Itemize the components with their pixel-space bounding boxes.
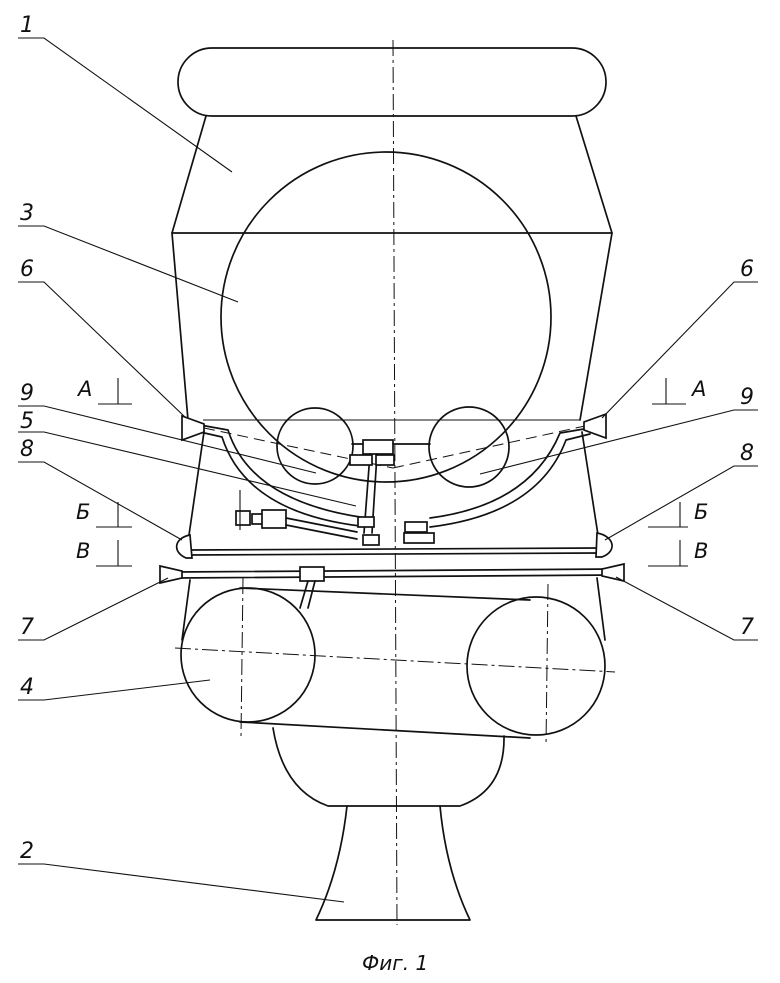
section-marks [96, 378, 688, 567]
section-v-left: В [76, 539, 90, 563]
upper-adapter [171, 47, 613, 234]
valve-right [375, 454, 395, 466]
label-9-right: 9 [740, 385, 754, 410]
joint-right [404, 521, 428, 533]
label-8-right: 8 [740, 441, 754, 466]
section-b-right: Б [694, 500, 708, 524]
leader-6-right [601, 281, 758, 419]
section-v-right: В [694, 539, 708, 563]
manifold-top [362, 439, 394, 455]
lower-top-line [239, 587, 531, 601]
figure-caption: Фиг. 1 [362, 951, 428, 975]
pipelines [199, 424, 591, 546]
pipeline-left-inner [199, 431, 361, 527]
section-v-left-mark [96, 540, 132, 567]
label-9-left: 9 [20, 381, 34, 406]
ring-8-upper [186, 547, 601, 551]
leader-1 [18, 37, 233, 173]
label-8-left: 8 [20, 437, 34, 462]
lower-shell-right [596, 577, 606, 641]
section-letters: А А Б Б В В [76, 377, 708, 563]
lower-tank-axis-horizontal [174, 647, 616, 673]
label-6-left: 6 [20, 257, 34, 282]
nozzle-6-right [583, 412, 607, 440]
small-tank-right [428, 406, 510, 488]
engine [272, 727, 505, 921]
engine-nozzle [315, 805, 471, 921]
nozzle-7-right [601, 562, 625, 583]
pipeline-right-outer [429, 427, 591, 519]
joint-center [362, 534, 380, 546]
nozzle-6-left [181, 414, 205, 442]
separation-rings [159, 412, 625, 609]
left-shell-upper [171, 232, 189, 421]
pusher-8-left [175, 533, 193, 559]
leader-4 [18, 679, 211, 701]
lower-tank-left [180, 587, 316, 723]
label-6-right: 6 [740, 257, 754, 282]
dashed-line-right [392, 425, 586, 469]
leader-6-left [18, 281, 187, 419]
leader-3 [18, 225, 239, 303]
section-v-right-mark [648, 540, 688, 567]
side-valve-small [235, 510, 251, 526]
section-a-left: А [76, 377, 92, 401]
body-shell [171, 232, 613, 536]
label-2: 2 [20, 839, 34, 864]
small-tank-left [276, 407, 354, 485]
callout-numbers: 1 3 6 6 9 9 5 8 8 7 7 4 2 [20, 13, 754, 864]
leader-lines [18, 37, 758, 903]
lower-shell-left [181, 579, 191, 641]
side-valve-cap [261, 509, 287, 529]
large-spherical-tank [220, 151, 552, 483]
upper-cone [171, 115, 613, 234]
label-4: 4 [20, 675, 34, 700]
section-a-left-mark [98, 378, 132, 405]
section-b-right-mark [648, 502, 688, 528]
leader-9-left [18, 405, 317, 474]
side-valve-pipe [285, 517, 358, 540]
section-a-right: А [690, 377, 706, 401]
lower-tank-left-axis [240, 577, 244, 737]
lower-manifold [299, 566, 325, 582]
leader-8-right [604, 465, 758, 541]
valve-left [349, 454, 373, 466]
ring-7-upper [175, 568, 617, 573]
label-1: 1 [20, 13, 34, 38]
leader-5 [18, 431, 357, 507]
section-a-right-mark [652, 378, 686, 405]
pusher-8-right [595, 531, 613, 558]
right-shell-mid [581, 431, 599, 536]
label-5: 5 [20, 409, 34, 434]
leader-8-left [18, 461, 183, 541]
right-shell-upper [579, 232, 613, 421]
lower-manifold-stem [299, 580, 316, 609]
ring-7-lower [175, 574, 617, 579]
leader-2 [18, 863, 345, 903]
joint-right-2 [403, 532, 435, 544]
section-b-left: Б [76, 500, 90, 524]
lower-bottom-line [239, 721, 531, 739]
lower-tank-right-axis [545, 583, 549, 747]
leader-7-left [18, 577, 169, 641]
label-3: 3 [20, 201, 34, 226]
leader-7-right [615, 576, 758, 641]
pipeline-left-outer [199, 424, 361, 518]
engine-dome [272, 727, 505, 807]
lower-compartment [174, 577, 616, 747]
label-7-left: 7 [20, 615, 34, 640]
leader-9-right [479, 409, 758, 475]
pipeline-right-inner [429, 433, 591, 528]
lower-tank-right [466, 596, 606, 736]
left-shell-mid [188, 431, 205, 536]
label-7-right: 7 [740, 615, 754, 640]
section-b-left-mark [96, 502, 132, 528]
joint-left [357, 516, 375, 528]
ring-8-lower [186, 552, 601, 556]
top-fairing-cap [177, 47, 607, 117]
